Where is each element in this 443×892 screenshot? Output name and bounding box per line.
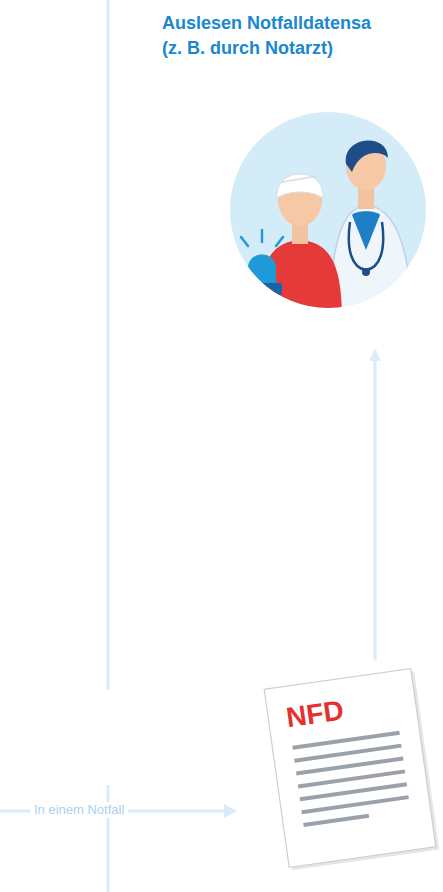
- stethoscope-head: [362, 268, 370, 276]
- bandage-fold: [282, 176, 318, 182]
- step-heading: Auslesen Notfalldatensa: [162, 12, 371, 35]
- trigger-label: In einem Notfall: [30, 802, 128, 818]
- text-line: [293, 733, 400, 748]
- doctor-coat: [330, 205, 412, 320]
- siren-base: [242, 283, 282, 295]
- text-line: [303, 816, 368, 825]
- text-line: [294, 746, 401, 761]
- siren-ray: [276, 237, 283, 246]
- scene-figures: [241, 141, 412, 320]
- scene-node: Auslesen Notfalldatensa(z. B. durch Nota…: [230, 112, 426, 308]
- text-line: [302, 797, 409, 812]
- document-node: NFD: [264, 669, 436, 868]
- head-bandage: [277, 174, 323, 198]
- siren-ray: [241, 237, 248, 246]
- doctor-hair: [346, 141, 388, 172]
- circle-shape: [231, 113, 425, 307]
- trigger-arrow-head: [224, 804, 237, 818]
- document-title: NFD: [284, 693, 346, 737]
- circle-outline: [230, 112, 426, 308]
- text-line: [300, 784, 407, 799]
- siren-dome: [248, 255, 276, 285]
- siren-ray: [261, 230, 264, 242]
- step-subheading: (z. B. durch Notarzt): [162, 37, 333, 60]
- timeline-line: [107, 0, 110, 690]
- text-line: [298, 771, 405, 786]
- document-sheet: [264, 668, 439, 870]
- flow-arrow: [374, 350, 377, 661]
- stethoscope: [349, 222, 383, 270]
- text-line: [296, 759, 403, 774]
- doctor-shirt: [352, 211, 380, 250]
- document-paper: [264, 669, 436, 868]
